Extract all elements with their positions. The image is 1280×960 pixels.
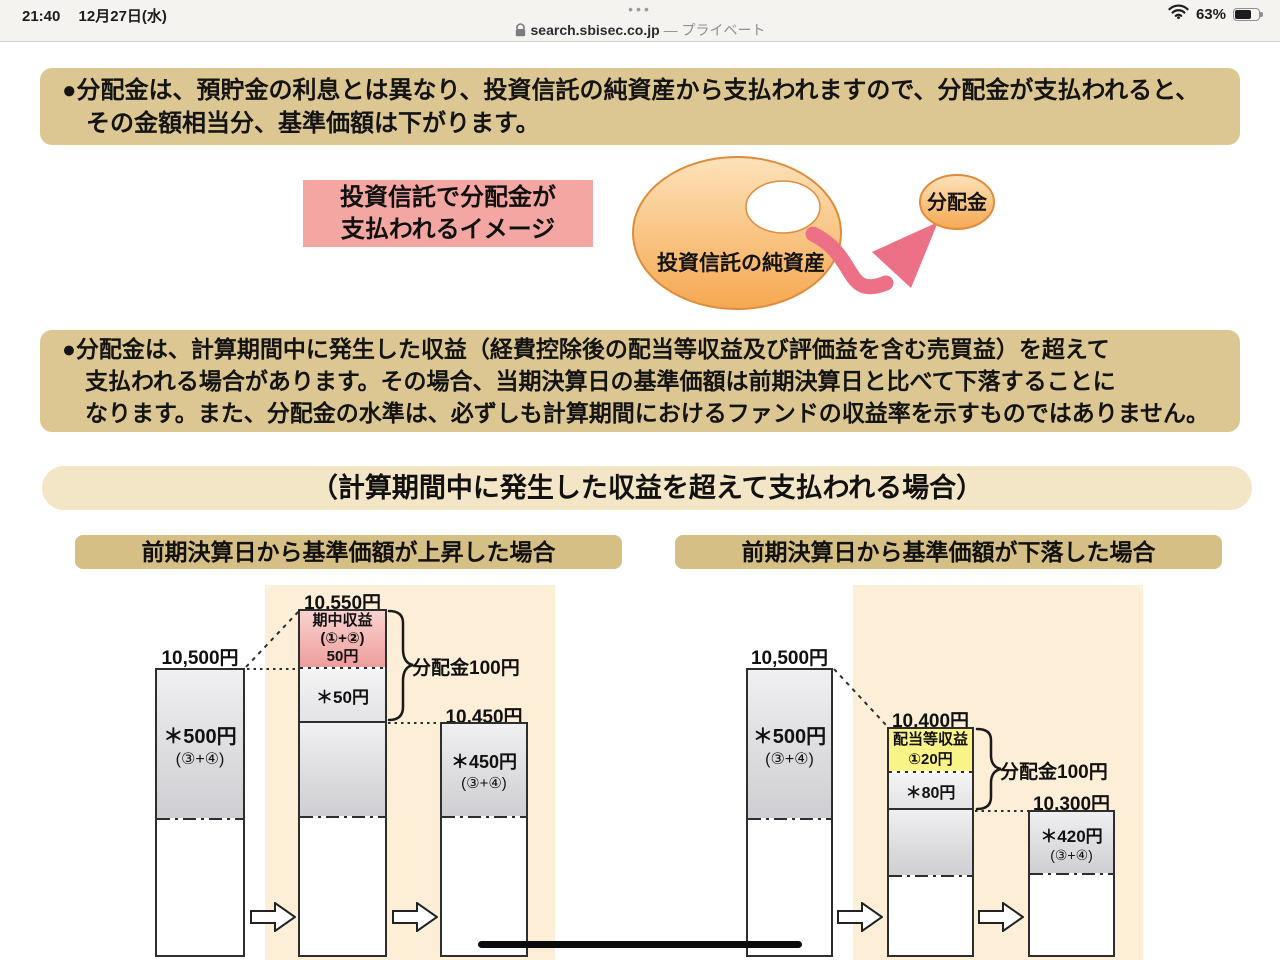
battery-icon <box>1233 7 1263 21</box>
payout-arrowhead-icon <box>872 222 938 288</box>
segment-label: ＊500円 <box>163 725 237 748</box>
segment-label: ＊450円 <box>450 752 518 772</box>
distribution-amount-label: 分配金100円 <box>1000 762 1108 783</box>
toolbar-dots-button[interactable]: ••• <box>628 1 652 17</box>
bar-down-after: ＊420円(③+④) <box>1028 810 1115 957</box>
bar-up-previous: ＊500円(③+④) <box>155 668 245 957</box>
step-arrow-icon <box>978 902 1024 932</box>
bar-up-current: 期中収益 (①+②) 50円 ＊50円 <box>298 609 387 957</box>
bar-down-current: 配当等収益 ①20円 ＊80円 <box>887 727 974 957</box>
payout-label: 分配金 <box>927 190 988 214</box>
notice-distribution-basics: ●分配金は、預貯金の利息とは異なり、投資信託の純資産から支払われますので、分配金… <box>40 68 1240 145</box>
clock: 21:40 <box>22 8 61 25</box>
lock-icon <box>515 23 526 40</box>
connector-overlay <box>245 609 1029 812</box>
bar-value-label: 10,500円 <box>161 648 239 669</box>
section-title: （計算期間中に発生した収益を超えて支払われる場合） <box>42 466 1252 510</box>
step-arrow-icon <box>250 902 296 932</box>
private-mode-label: — プライベート <box>659 22 766 38</box>
address-bar[interactable]: search.sbisec.co.jp — プライベート <box>0 20 1280 40</box>
payout-arrow-icon <box>805 226 894 295</box>
status-left: 21:40 12月27日(水) <box>22 5 167 26</box>
bar-value-label: 10,500円 <box>750 648 829 669</box>
status-right: 63% <box>1168 4 1263 24</box>
payout-ellipse <box>919 174 995 230</box>
step-arrow-icon <box>392 902 438 932</box>
hole-ellipse <box>745 180 821 234</box>
brace-up <box>387 609 414 722</box>
header-price-up-case: 前期決算日から基準価額が上昇した場合 <box>75 535 622 569</box>
distribution-figure: 投資信託の純資産 分配金 <box>632 156 995 310</box>
header-price-down-case: 前期決算日から基準価額が下落した場合 <box>675 535 1222 569</box>
bar-down-previous: ＊500円(③+④) <box>746 668 833 957</box>
net-assets-label: 投資信託の純資産 <box>657 251 825 275</box>
nav-diagram: 10,500円 ＊500円(③+④) 10,550円 期中収益 (①+②) 50… <box>0 585 1280 960</box>
segment-label: ＊50円 <box>316 687 369 707</box>
battery-percent: 63% <box>1195 5 1226 23</box>
url-domain: search.sbisec.co.jp <box>530 22 660 38</box>
notice-excess-distribution: ●分配金は、計算期間中に発生した収益（経費控除後の配当等収益及び評価益を含む売買… <box>40 330 1240 432</box>
bar-value-label: 10,300円 <box>1032 794 1111 815</box>
segment-label: 期中収益 (①+②) 50円 <box>312 612 373 665</box>
bar-up-after: ＊450円(③+④) <box>440 722 528 957</box>
bar-value-label: 10,550円 <box>303 593 382 614</box>
status-date: 12月27日(水) <box>78 8 167 25</box>
segment-label: ＊500円 <box>752 725 827 748</box>
segment-label: 配当等収益 ①20円 <box>892 731 968 768</box>
bar-value-label: 10,400円 <box>891 711 970 732</box>
segment-label: ＊80円 <box>905 784 956 802</box>
segment-label: ＊420円 <box>1040 826 1103 846</box>
browser-chrome: 21:40 12月27日(水) ••• search.sbisec.co.jp … <box>0 0 1280 42</box>
distribution-amount-label: 分配金100円 <box>412 658 520 679</box>
wifi-icon <box>1168 4 1189 24</box>
home-indicator[interactable] <box>478 941 802 948</box>
figure-caption: 投資信託で分配金が 支払われるイメージ <box>303 180 593 247</box>
brace-down <box>975 727 1002 811</box>
step-arrow-icon <box>837 902 883 932</box>
